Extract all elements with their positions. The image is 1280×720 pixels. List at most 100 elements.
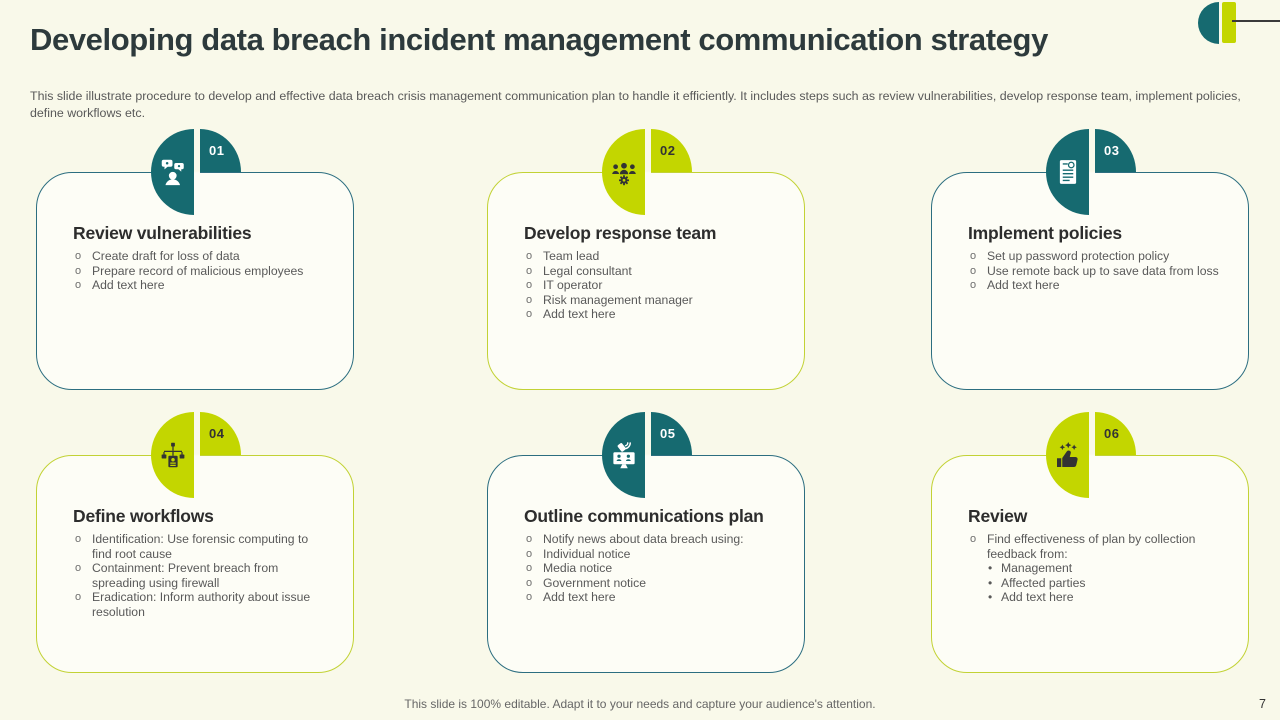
bullet-text: Add text here — [543, 307, 616, 322]
step-card-define-workflows: 04 Define workflows o Identification: Use… — [36, 412, 354, 673]
page-title: Developing data breach incident manageme… — [30, 22, 1048, 57]
badge-icon-holder — [1046, 129, 1089, 215]
badge-gap — [194, 412, 200, 498]
bullet-marker: • — [988, 590, 993, 605]
badge-gap — [1089, 412, 1095, 498]
bullet-item: o Prepare record of malicious employees — [75, 264, 327, 279]
bullet-marker: o — [75, 533, 82, 545]
card-title: Review — [968, 506, 1028, 526]
bullet-item: o Media notice — [526, 561, 778, 576]
bullet-item: o Government notice — [526, 576, 778, 591]
bullet-marker: o — [970, 533, 977, 545]
bullet-marker: o — [75, 591, 82, 604]
badge-icon-holder — [602, 129, 645, 215]
bullet-text: Individual notice — [543, 546, 631, 561]
bullet-item: o Identification: Use forensic computing … — [75, 532, 327, 561]
bullet-item: o Risk management manager — [526, 293, 778, 308]
bullet-text: Management — [1001, 561, 1073, 576]
bullet-text: IT operator — [543, 278, 603, 293]
bullet-text: Add text here — [92, 278, 165, 293]
step-number: 01 — [200, 129, 241, 172]
user-conversation-icon — [161, 159, 184, 186]
corner-decoration — [1196, 0, 1280, 48]
bullet-text: Prepare record of malicious employees — [92, 263, 304, 278]
badge-icon-holder — [151, 412, 194, 498]
bullet-text: Add text here — [1001, 590, 1074, 605]
badge-icon-holder — [602, 412, 645, 498]
badge-icon-holder — [1046, 412, 1089, 498]
bullet-item: o Eradication: Inform authority about iss… — [75, 590, 327, 619]
bullet-text: Containment: Prevent breach from spreadi… — [92, 561, 279, 590]
bullet-text: Identification: Use forensic computing t… — [92, 532, 309, 561]
step-badge: 06 — [1046, 412, 1136, 498]
bullet-text: Notify news about data breach using: — [543, 532, 744, 546]
step-badge: 01 — [151, 129, 241, 215]
teal-half-circle-shape — [1198, 2, 1219, 44]
bullet-text: Set up password protection policy — [987, 249, 1170, 263]
bullet-marker: o — [75, 562, 82, 575]
badge-gap — [194, 129, 200, 215]
step-number: 02 — [651, 129, 692, 172]
bullet-text: Government notice — [543, 575, 646, 590]
bullet-marker: o — [75, 250, 82, 262]
bullet-marker: o — [75, 279, 82, 292]
card-title: Outline communications plan — [524, 506, 764, 526]
step-number: 04 — [200, 412, 241, 455]
bullet-text: Use remote back up to save data from los… — [987, 263, 1219, 278]
bullet-marker: • — [988, 575, 993, 590]
bullet-marker: o — [526, 264, 533, 277]
bullet-text: Eradication: Inform authority about issu… — [92, 590, 311, 619]
badge-gap — [645, 129, 651, 215]
workflow-hierarchy-icon — [161, 442, 185, 468]
bullet-marker: o — [970, 250, 977, 262]
bullet-text: Team lead — [543, 249, 600, 263]
bullet-text: Media notice — [543, 561, 613, 576]
policy-document-icon — [1059, 160, 1077, 184]
step-badge: 02 — [602, 129, 692, 215]
card-title: Define workflows — [73, 506, 214, 526]
badge-gap — [645, 412, 651, 498]
bullet-item: o Set up password protection policy — [970, 249, 1222, 264]
bullet-marker: o — [526, 250, 533, 262]
badge-gap — [1089, 129, 1095, 215]
card-title: Review vulnerabilities — [73, 223, 252, 243]
green-bar-shape — [1222, 2, 1236, 43]
page-subtitle: This slide illustrate procedure to devel… — [30, 89, 1241, 121]
bullet-text: Risk management manager — [543, 292, 693, 307]
bullet-text: Add text here — [987, 278, 1060, 293]
step-badge: 03 — [1046, 129, 1136, 215]
bullet-text: Affected parties — [1001, 575, 1086, 590]
bullet-marker: o — [75, 264, 82, 277]
bullet-item: o Containment: Prevent breach from spread… — [75, 561, 327, 590]
bullet-marker: • — [988, 561, 993, 576]
bullet-item: • Add text here — [970, 590, 1222, 605]
bullet-item: o Use remote back up to save data from lo… — [970, 264, 1222, 279]
bullet-list: o Identification: Use forensic computing … — [75, 532, 327, 620]
decorative-line — [1232, 20, 1280, 22]
bullet-marker: o — [970, 264, 977, 277]
bullet-item: o Add text here — [75, 278, 327, 293]
bullet-marker: o — [526, 293, 533, 306]
step-badge: 04 — [151, 412, 241, 498]
card-title: Implement policies — [968, 223, 1122, 243]
bullet-marker: o — [526, 576, 533, 589]
bullet-item: • Management — [970, 561, 1222, 576]
bullet-marker: o — [526, 562, 533, 575]
